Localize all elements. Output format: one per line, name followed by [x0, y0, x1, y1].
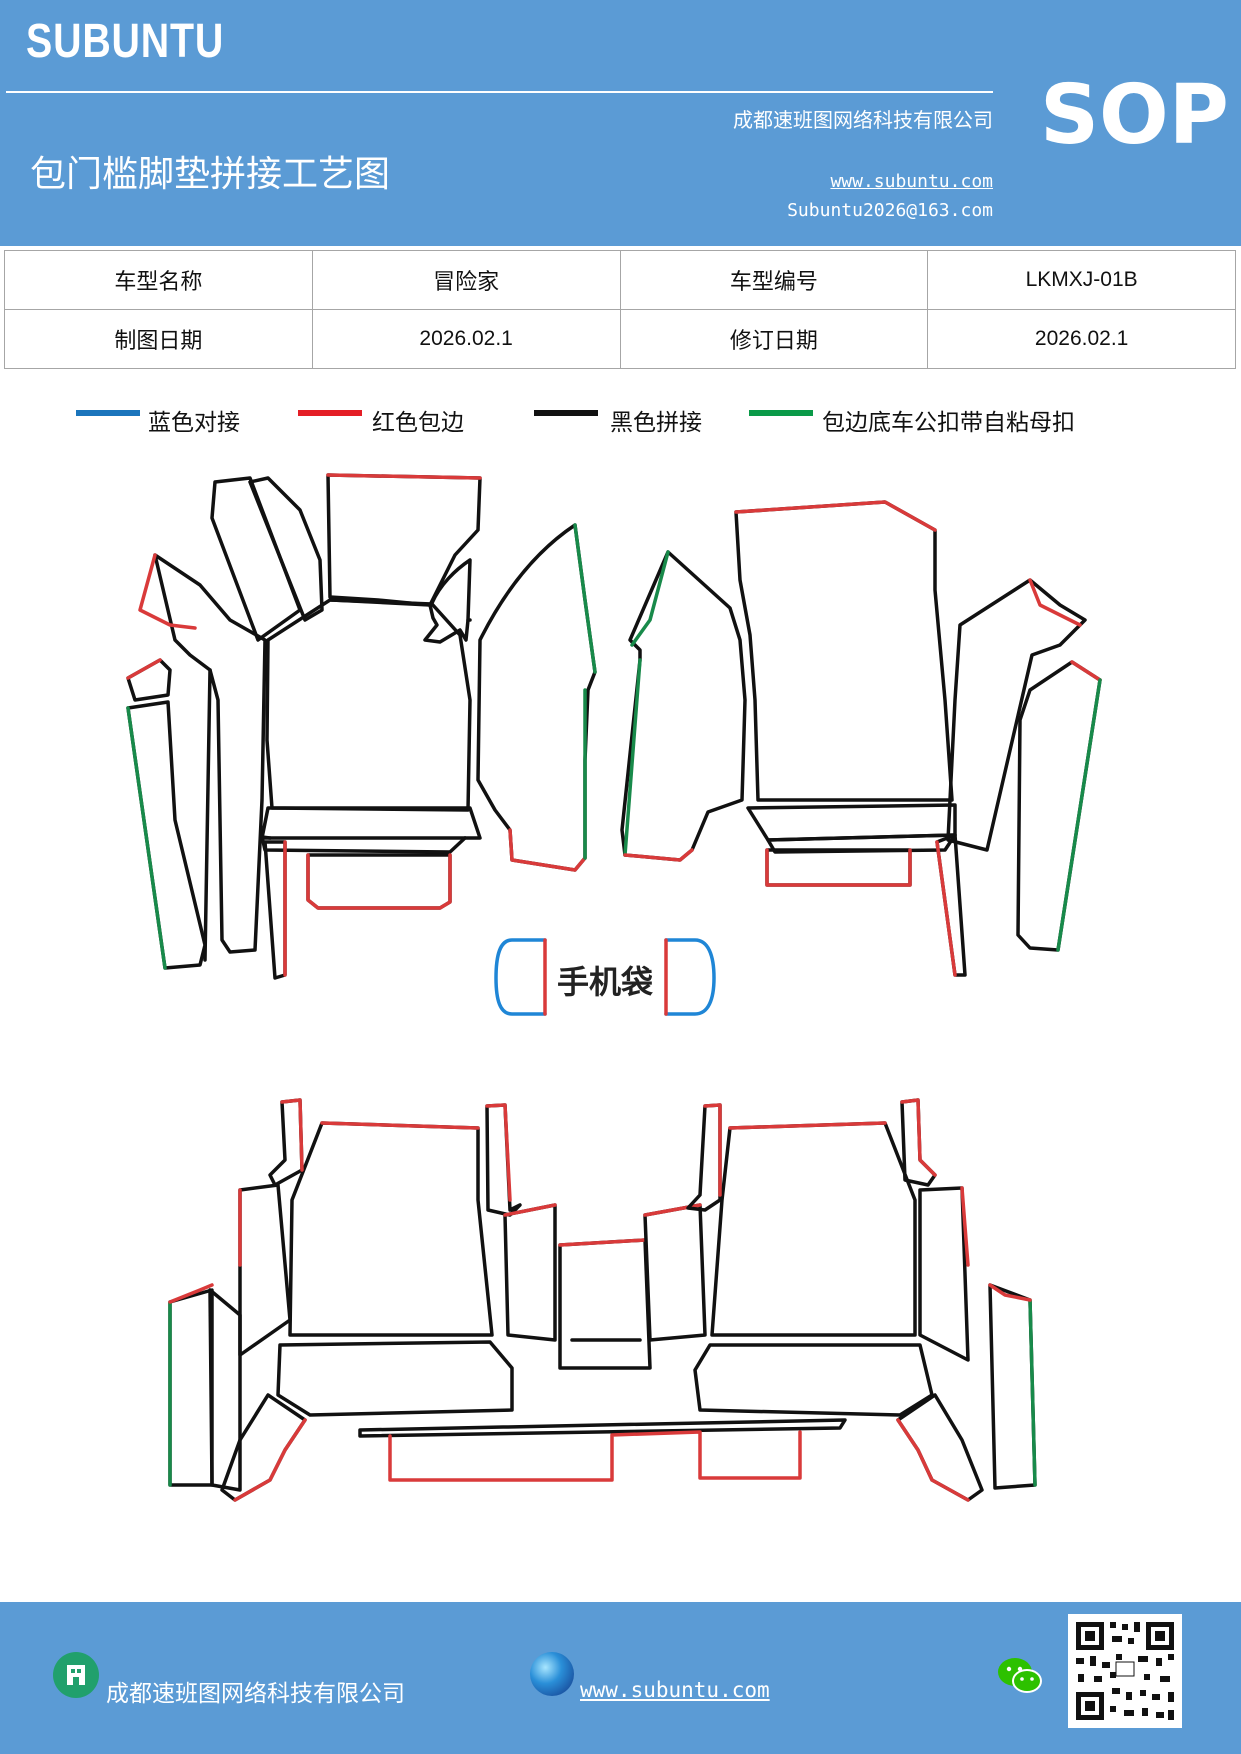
header-divider — [6, 91, 993, 93]
rear-mats — [168, 1098, 1037, 1502]
legend-label: 包边底车公扣带自粘母扣 — [822, 410, 1075, 436]
header: SUBUNTU 成都速班图网络科技有限公司 包门槛脚垫拼接工艺图 www.sub… — [0, 0, 1241, 246]
vehicle-info-table: 车型名称 冒险家 车型编号 LKMXJ-01B 制图日期 2026.02.1 修… — [4, 250, 1236, 369]
footer-website-link[interactable]: www.subuntu.com — [580, 1678, 770, 1702]
company-name: 成都速班图网络科技有限公司 — [733, 108, 993, 132]
contact-email[interactable]: Subuntu2026@163.com — [787, 200, 993, 221]
table-cell-value: LKMXJ-01B — [927, 250, 1236, 310]
legend-swatch-green — [749, 410, 813, 416]
legend-swatch-red — [298, 410, 362, 416]
wechat-icon[interactable] — [996, 1654, 1044, 1698]
globe-icon — [530, 1652, 574, 1696]
legend-swatch-blue — [76, 410, 140, 416]
table-row: 制图日期 2026.02.1 修订日期 2026.02.1 — [4, 309, 1236, 369]
table-row: 车型名称 冒险家 车型编号 LKMXJ-01B — [4, 250, 1236, 310]
table-cell-value: 冒险家 — [311, 250, 621, 310]
legend-label: 红色包边 — [372, 410, 464, 436]
mat-splicing-diagram: 手机袋 — [126, 473, 1102, 1502]
front-right-mats — [620, 500, 1102, 977]
footer-company-name: 成都速班图网络科技有限公司 — [106, 1681, 405, 1707]
phone-bag: 手机袋 — [494, 938, 716, 1016]
phone-bag-label: 手机袋 — [557, 963, 653, 1001]
doc-type-label: SOP — [1040, 68, 1229, 163]
brand-logo: SUBUNTU — [26, 15, 225, 68]
document-title: 包门槛脚垫拼接工艺图 — [30, 154, 391, 195]
legend-label: 黑色拼接 — [610, 410, 702, 436]
footer: 成都速班图网络科技有限公司 www.subuntu.com — [0, 1602, 1241, 1754]
table-cell-label: 车型编号 — [619, 250, 929, 310]
building-icon — [53, 1652, 99, 1698]
table-cell-label: 制图日期 — [4, 309, 313, 369]
legend-swatch-black — [534, 410, 598, 416]
front-left-mats — [126, 473, 597, 980]
legend-label: 蓝色对接 — [148, 410, 240, 436]
qr-code[interactable] — [1068, 1614, 1182, 1728]
table-cell-label: 修订日期 — [619, 309, 929, 369]
table-cell-label: 车型名称 — [4, 250, 313, 310]
website-link[interactable]: www.subuntu.com — [830, 171, 993, 192]
table-cell-value: 2026.02.1 — [311, 309, 621, 369]
table-cell-value: 2026.02.1 — [927, 309, 1236, 369]
